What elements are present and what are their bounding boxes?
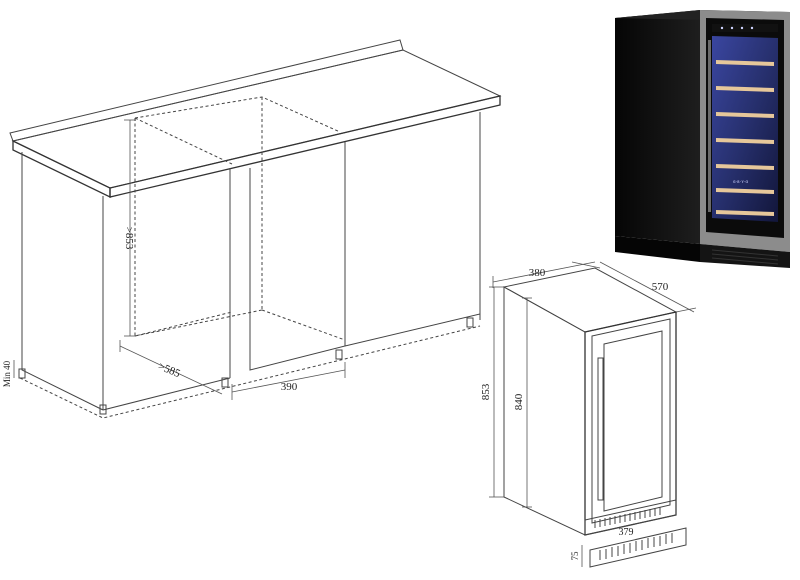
kick-height-label: 75 [570,551,580,561]
brand-mark: ɑ·ʀ·ʏ·ɑ [733,180,749,185]
kick-width-label: 379 [619,527,634,538]
kitchen-cabinet-drawing [9,39,502,419]
appliance-width-label: 380 [529,267,546,279]
appliance-height-total-label: 853 [480,383,492,400]
niche-height-label: >853 [123,227,135,250]
min-gap-label: Min 40 [2,360,12,387]
wine-cooler-product-image: ɑ·ʀ·ʏ·ɑ [615,10,790,268]
appliance-height-body-label: 840 [513,393,525,410]
niche-width-label: 390 [281,381,298,393]
niche-depth-label: >585 [156,360,182,380]
appliance-depth-label: 570 [652,281,669,293]
base-grille-slots [594,507,661,528]
shelves [716,60,774,216]
wine-cooler-line-drawing [489,261,697,568]
